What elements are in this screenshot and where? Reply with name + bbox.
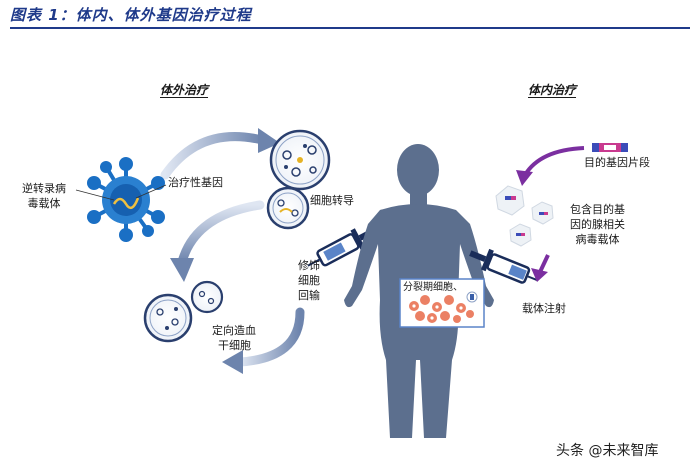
label-hsc: 定向造血 干细胞: [212, 323, 256, 353]
aav-capsid-icons: [495, 185, 554, 247]
dividing-cells-inset: [399, 278, 485, 328]
cycle-arrow-top: [160, 128, 280, 180]
label-line: 定向造血: [212, 324, 256, 337]
label-line: 包含目的基: [570, 203, 625, 216]
label-line: 因的腺相关: [570, 218, 625, 231]
cycle-arrow-bottom: [222, 307, 305, 374]
purple-arrow-down: [531, 254, 550, 282]
label-line: 回输: [298, 289, 320, 302]
watermark: 头条 @未来智库: [556, 443, 659, 459]
label-line: 毒载体: [27, 197, 61, 210]
label-reinfusion: 修饰 细胞 回输: [298, 258, 320, 303]
retrovirus-vector-icon: [75, 157, 167, 242]
label-line: 干细胞: [218, 339, 251, 352]
label-line: 病毒载体: [575, 233, 620, 246]
section-ex-vivo: 体外治疗: [160, 83, 209, 97]
section-in-vivo: 体内治疗: [528, 83, 577, 97]
cycle-arrow-middle: [170, 200, 265, 282]
syringe-right-icon: [469, 248, 539, 284]
petri-dish-top-icon: [269, 129, 331, 191]
label-therapeutic-gene: 治疗性基因: [168, 176, 223, 189]
stem-cell-dish-large-icon: [143, 293, 193, 343]
label-retrovirus-vector: 逆转录病 毒载体: [22, 181, 66, 211]
label-gene-fragment: 目的基因片段: [584, 156, 650, 169]
figure-title: 图表 1：体内、体外基因治疗过程: [10, 6, 252, 24]
stem-cell-dish-small-icon: [190, 280, 224, 314]
petri-dish-transduced-icon: [266, 186, 310, 230]
label-line: 逆转录病: [22, 182, 66, 195]
purple-arrow-top: [516, 146, 585, 186]
title-underline: [10, 27, 690, 29]
label-aav-vector: 包含目的基 因的腺相关 病毒载体: [570, 202, 625, 247]
label-dividing-cells: 分裂期细胞、: [403, 282, 463, 293]
label-injection: 载体注射: [522, 302, 566, 315]
gene-fragment-icon: [592, 143, 628, 152]
label-transduction: 细胞转导: [310, 194, 354, 207]
label-line: 修饰: [298, 259, 320, 272]
label-line: 细胞: [298, 274, 320, 287]
